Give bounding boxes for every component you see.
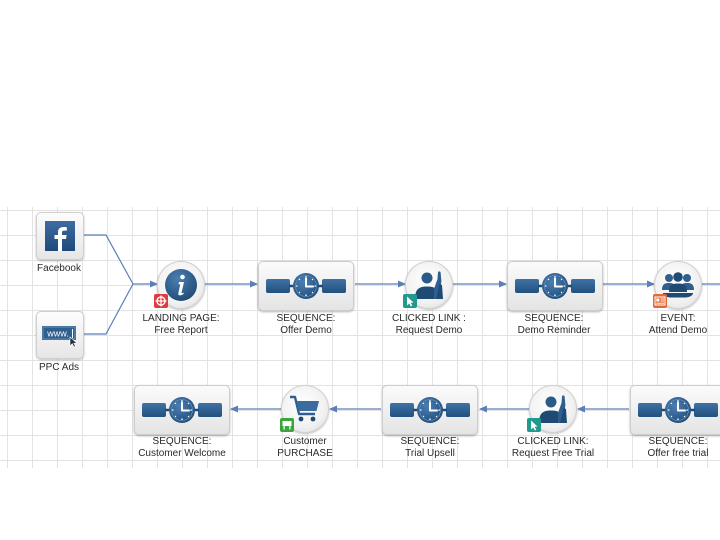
clicked-link-request-demo-circle[interactable] xyxy=(405,261,453,309)
label-line: Attend Demo xyxy=(648,325,708,336)
label-line: LANDING PAGE: xyxy=(142,313,220,324)
group-icon xyxy=(662,272,694,298)
target-badge xyxy=(154,294,168,308)
source-ppc-label: PPC Ads xyxy=(0,362,124,374)
sequence-demo-reminder-label: SEQUENCE: Demo Reminder xyxy=(489,313,619,337)
facebook-icon xyxy=(45,221,75,251)
label-line: CLICKED LINK : xyxy=(392,313,466,324)
sequence-timer-icon xyxy=(389,395,471,425)
label-line: SEQUENCE: xyxy=(648,436,708,447)
label-line: Offer free trial xyxy=(647,448,709,459)
label-line: PPC Ads xyxy=(38,362,80,373)
sequence-customer-welcome-label: SEQUENCE: Customer Welcome xyxy=(117,436,247,460)
label-line: EVENT: xyxy=(660,313,696,324)
sequence-trial-upsell-label: SEQUENCE: Trial Upsell xyxy=(365,436,495,460)
cursor-badge xyxy=(403,294,417,308)
sequence-offer-free-trial-label: SEQUENCE: Offer free trial xyxy=(613,436,720,460)
label-line: Customer Welcome xyxy=(138,448,226,459)
landing-page-label: LANDING PAGE: Free Report xyxy=(116,313,246,337)
id-card-badge xyxy=(653,294,667,308)
info-icon xyxy=(165,269,197,301)
target-icon xyxy=(155,295,167,307)
label-line: PURCHASE xyxy=(277,448,333,459)
label-line: SEQUENCE: xyxy=(152,436,212,447)
label-line: Request Demo xyxy=(395,325,463,336)
label-line: Request Free Trial xyxy=(511,448,595,459)
customer-purchase-label: Customer PURCHASE xyxy=(240,436,370,460)
label-line: SEQUENCE: xyxy=(400,436,460,447)
cursor-badge xyxy=(527,418,541,432)
source-facebook-label: Facebook xyxy=(0,263,124,275)
event-attend-demo-label: EVENT: Attend Demo xyxy=(613,313,720,337)
sequence-timer-icon xyxy=(141,395,223,425)
label-line: Offer Demo xyxy=(280,325,332,336)
register-badge xyxy=(280,418,294,432)
label-line: SEQUENCE: xyxy=(524,313,584,324)
sequence-timer-icon xyxy=(265,271,347,301)
clicked-link-request-free-trial-label: CLICKED LINK: Request Free Trial xyxy=(488,436,618,460)
shopping-cart-icon xyxy=(290,395,319,422)
sequence-timer-icon xyxy=(514,271,596,301)
id-card-icon xyxy=(654,296,666,306)
register-icon xyxy=(282,421,292,430)
workflow-canvas[interactable] xyxy=(0,207,720,468)
clicked-link-request-demo-label: CLICKED LINK : Request Demo xyxy=(364,313,494,337)
sequence-trial-upsell-box[interactable] xyxy=(382,385,478,435)
label-line: Free Report xyxy=(154,325,208,336)
event-attend-demo-circle[interactable] xyxy=(654,261,702,309)
label-line: Trial Upsell xyxy=(405,448,455,459)
facebook-tile[interactable] xyxy=(36,212,84,260)
person-raised-hand-icon xyxy=(415,271,443,299)
svg-text:www.: www. xyxy=(46,329,69,339)
www-icon: www. xyxy=(42,326,78,347)
person-raised-hand-icon xyxy=(539,395,567,423)
sequence-demo-reminder-box[interactable] xyxy=(507,261,603,311)
label-line: CLICKED LINK: xyxy=(517,436,589,447)
sequence-customer-welcome-box[interactable] xyxy=(134,385,230,435)
sequence-offer-free-trial-box[interactable] xyxy=(630,385,720,435)
label-line: Demo Reminder xyxy=(517,325,591,336)
label-line: SEQUENCE: xyxy=(276,313,336,324)
label-line: Facebook xyxy=(37,263,81,274)
sequence-offer-demo-box[interactable] xyxy=(258,261,354,311)
cursor-icon xyxy=(531,420,538,431)
sequence-timer-icon xyxy=(637,395,719,425)
sequence-offer-demo-label: SEQUENCE: Offer Demo xyxy=(241,313,371,337)
cursor-icon xyxy=(407,296,414,307)
label-line: Customer xyxy=(283,436,327,447)
ppc-tile[interactable]: www. xyxy=(36,311,84,359)
